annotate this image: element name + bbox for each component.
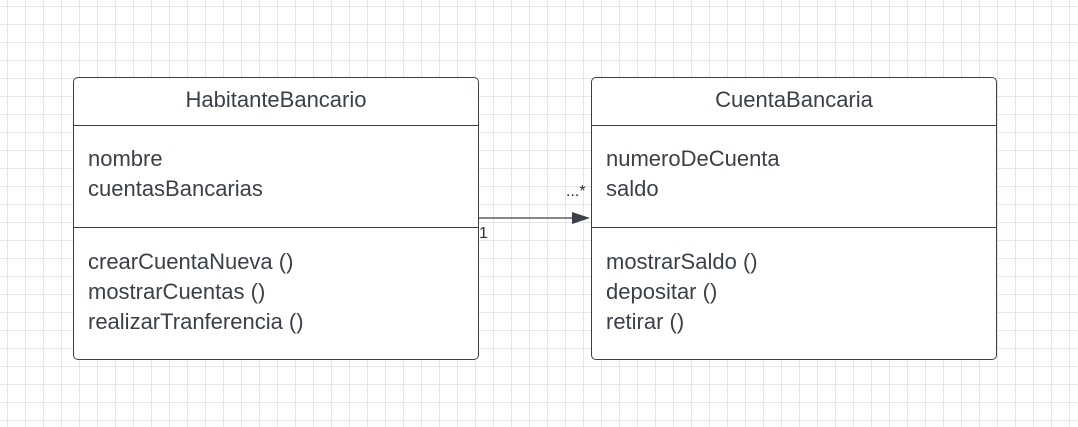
attribute: cuentasBancarias bbox=[88, 176, 263, 201]
class-box-habitantebancario[interactable]: HabitanteBancario nombre cuentasBancaria… bbox=[73, 77, 479, 360]
method: depositar () bbox=[606, 279, 718, 304]
class-name: HabitanteBancario bbox=[74, 78, 478, 126]
method: mostrarCuentas () bbox=[88, 279, 266, 304]
class-attributes: numeroDeCuenta saldo bbox=[592, 126, 996, 228]
class-methods: mostrarSaldo () depositar () retirar () bbox=[592, 228, 996, 337]
arrowhead-icon bbox=[572, 212, 590, 224]
method: crearCuentaNueva () bbox=[88, 249, 294, 274]
class-name: CuentaBancaria bbox=[592, 78, 996, 126]
attribute: nombre bbox=[88, 146, 163, 171]
method: realizarTranferencia () bbox=[88, 309, 304, 334]
method: retirar () bbox=[606, 309, 685, 334]
method: mostrarSaldo () bbox=[606, 249, 758, 274]
attribute: saldo bbox=[606, 176, 659, 201]
class-box-cuentabancaria[interactable]: CuentaBancaria numeroDeCuenta saldo most… bbox=[591, 77, 997, 360]
attribute: numeroDeCuenta bbox=[606, 146, 780, 171]
class-attributes: nombre cuentasBancarias bbox=[74, 126, 478, 228]
source-multiplicity: 1 bbox=[479, 225, 488, 242]
class-methods: crearCuentaNueva () mostrarCuentas () re… bbox=[74, 228, 478, 337]
target-multiplicity: ...* bbox=[566, 183, 586, 200]
